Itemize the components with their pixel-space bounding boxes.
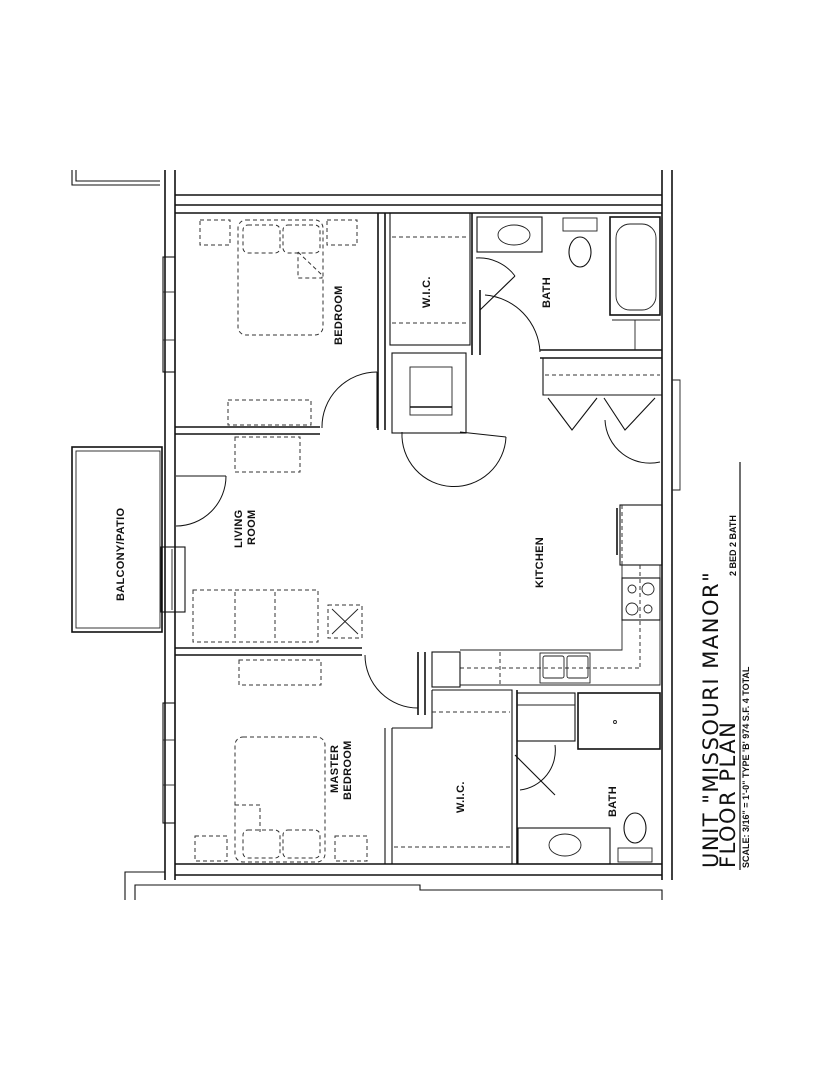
label-kitchen: KITCHEN	[534, 537, 546, 588]
balcony-patio	[71, 446, 163, 633]
unit-type: 2 BED 2 BATH	[728, 515, 738, 576]
label-master-2: BEDROOM	[342, 740, 354, 800]
room-labels: BEDROOM W.I.C. BATH BALCONY/PATIO LIVING…	[115, 276, 619, 817]
label-living-2: ROOM	[246, 510, 258, 545]
title-block: UNIT "MISSOURI MANOR" FLOOR PLAN 2 BED 2…	[699, 462, 751, 870]
label-wic-bottom: W.I.C.	[455, 781, 467, 813]
doors	[175, 257, 661, 796]
label-bedroom: BEDROOM	[333, 285, 345, 345]
label-bath-top: BATH	[541, 277, 553, 308]
label-living-1: LIVING	[233, 510, 245, 548]
scale-line: SCALE: 3/16" = 1'-0" TYPE 'B' 974 S.F. 4…	[741, 666, 751, 868]
plan-label: FLOOR PLAN	[716, 721, 740, 868]
windows	[160, 256, 186, 824]
interior-walls	[175, 212, 663, 865]
label-bath-bottom: BATH	[607, 786, 619, 817]
unit-name: UNIT "MISSOURI MANOR"	[699, 571, 723, 868]
label-balcony-patio: BALCONY/PATIO	[115, 508, 127, 601]
furniture	[192, 219, 368, 863]
label-wic-top: W.I.C.	[421, 276, 433, 308]
label-master-1: MASTER	[329, 745, 341, 793]
